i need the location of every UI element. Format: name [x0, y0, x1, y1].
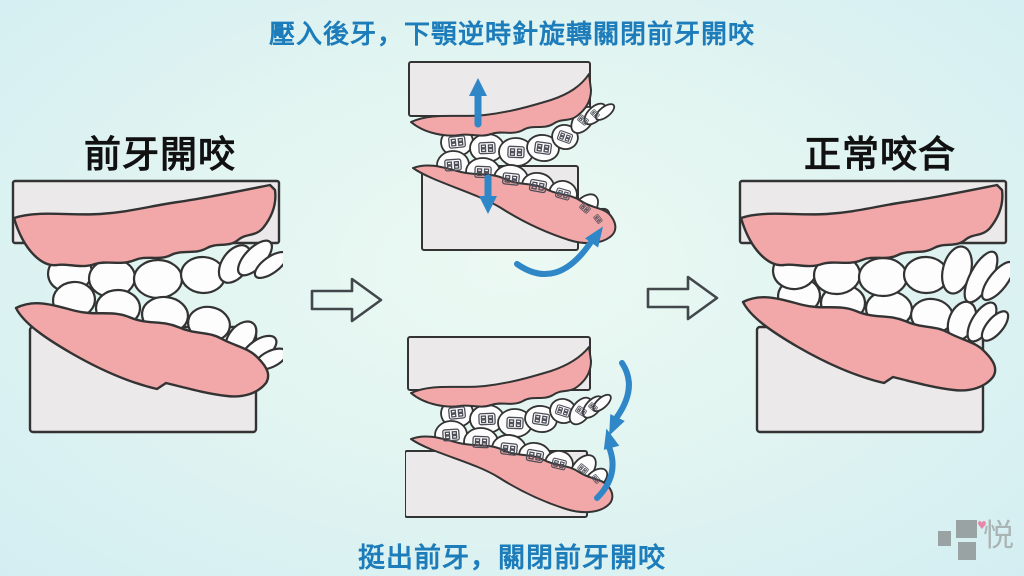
intrusion-down-arrow-icon	[479, 174, 497, 214]
upper-gum	[12, 183, 277, 268]
upper-jaw	[11, 179, 283, 300]
lower-gum	[14, 302, 270, 398]
upper-teeth	[440, 102, 616, 167]
extrude-up-curved-arrow-icon	[594, 428, 620, 501]
normal-occlusion-model-figure	[738, 179, 1010, 434]
logo-character: 悦	[983, 518, 1014, 554]
upper-jaw	[407, 336, 612, 438]
extrusion-mechanism-figure	[405, 336, 632, 518]
intrusion-up-arrow-icon	[469, 78, 487, 128]
upper-gum	[410, 73, 592, 137]
label-anterior-open-bite: 前牙開咬	[84, 133, 236, 176]
label-normal-occlusion: 正常咬合	[804, 133, 956, 176]
upper-gum	[410, 346, 592, 408]
open-bite-model-figure	[11, 179, 283, 434]
lower-jaw	[405, 420, 614, 518]
upper-teeth	[771, 245, 1010, 304]
upper-gum	[739, 183, 1004, 268]
heart-icon: ♥	[977, 519, 987, 532]
transition-arrow-icon-2	[646, 275, 719, 321]
extrude-down-curved-arrow-icon	[609, 360, 632, 436]
caption-top: 壓入後牙，下顎逆時針旋轉關閉前牙開咬	[268, 20, 755, 50]
upper-jaw-teeth-and-gum	[739, 183, 1010, 304]
logo-square-top	[956, 520, 977, 538]
lower-gum	[741, 296, 997, 392]
lower-gum	[412, 164, 617, 245]
lower-jaw	[741, 276, 1010, 434]
lower-jaw	[412, 150, 617, 251]
upper-jaw	[408, 61, 616, 167]
intrusion-mechanism-figure	[408, 61, 617, 277]
transition-arrow-icon-1	[310, 277, 383, 323]
mandible-rotation-arrow-icon	[514, 226, 604, 277]
logo-square-left	[938, 531, 951, 546]
logo-square-bottom	[958, 542, 976, 560]
caption-bottom: 挺出前牙，關閉前牙開咬	[358, 543, 666, 574]
brand-logo: ♥ 悦	[936, 518, 1016, 570]
lower-jaw	[14, 280, 283, 434]
